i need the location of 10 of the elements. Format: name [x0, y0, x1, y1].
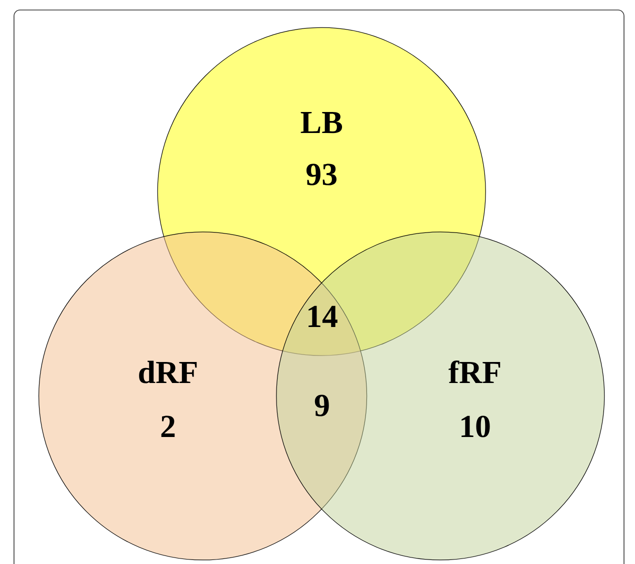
venn-circle [38, 232, 368, 560]
count-label: 10 [462, 416, 490, 438]
set-name: dRF [139, 360, 197, 384]
count-label: 9 [314, 394, 329, 416]
set-name: fRF [448, 360, 500, 383]
set-name: LB [300, 112, 342, 134]
count-label: 2 [161, 416, 175, 437]
count-label: 14 [308, 306, 338, 327]
venn-circle [276, 232, 605, 560]
count-label: 93 [306, 164, 336, 186]
